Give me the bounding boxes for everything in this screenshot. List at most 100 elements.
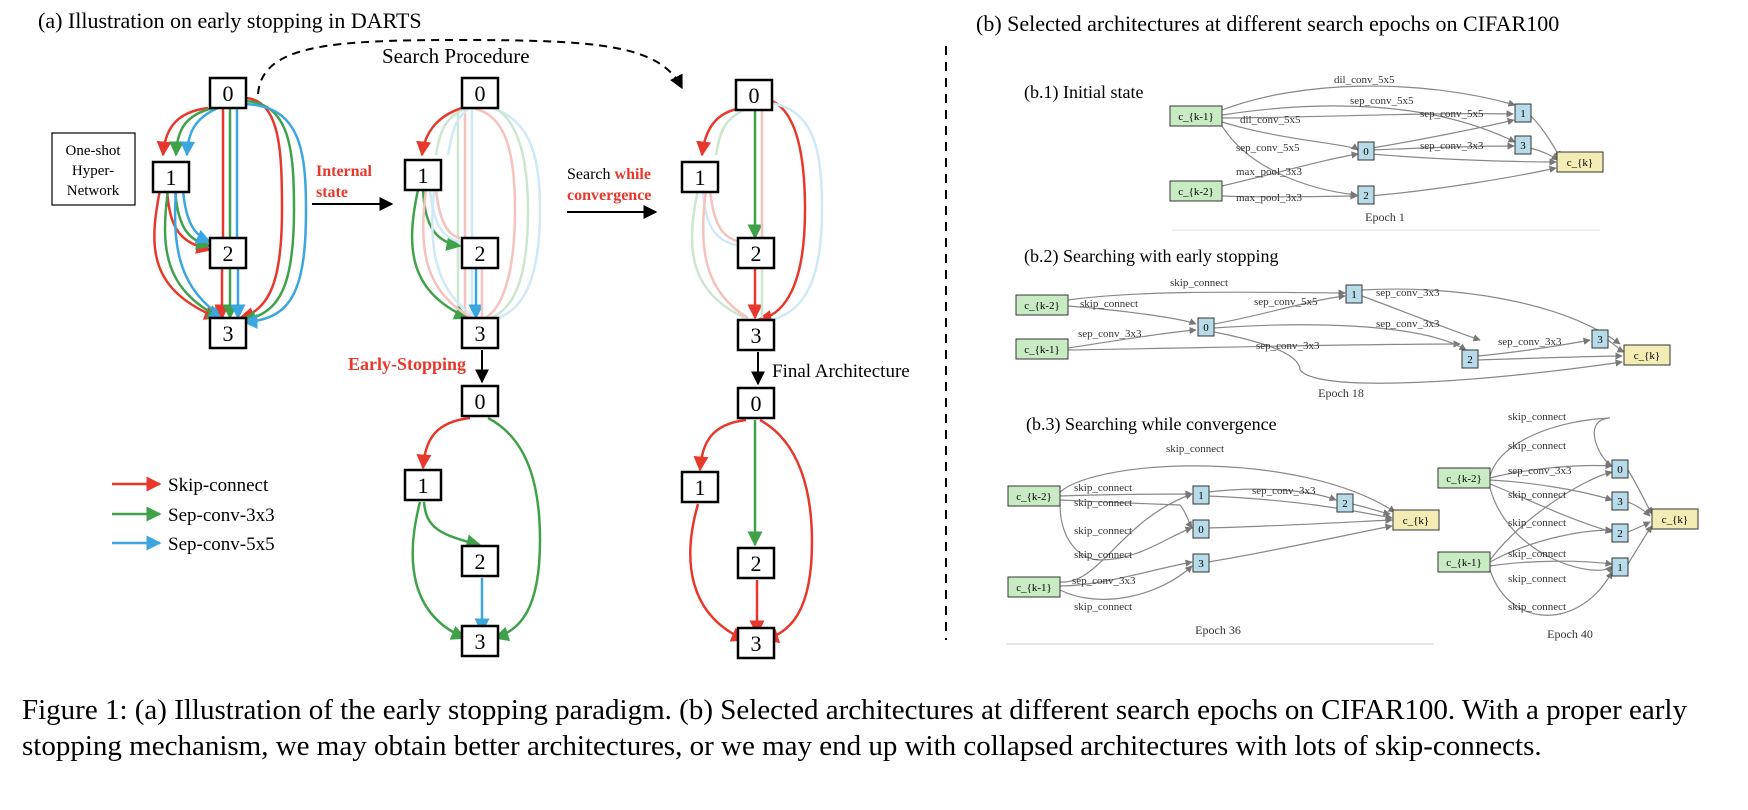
internal-node-3 — [460, 316, 500, 350]
svg-text:2: 2 — [475, 241, 486, 266]
hypernet-line-3: Network — [67, 183, 120, 199]
svg-text:0: 0 — [1363, 146, 1369, 158]
early-stopping-label: Early-Stopping — [348, 354, 466, 374]
svg-text:sep_conv_3x3: sep_conv_3x3 — [1508, 465, 1572, 477]
final-node-3 — [736, 626, 776, 660]
b1-output-ck — [1556, 151, 1604, 173]
svg-text:3: 3 — [223, 321, 234, 346]
convergence-node-2 — [736, 236, 776, 270]
legend-sep-conv-5x5: Sep-conv-5x5 — [168, 534, 275, 555]
svg-text:skip_connect: skip_connect — [1508, 440, 1566, 452]
b3-epoch-right: Epoch 40 — [1547, 627, 1593, 641]
svg-text:3: 3 — [751, 631, 762, 656]
b3r-node-3 — [1611, 491, 1629, 511]
b2-node-3 — [1591, 329, 1609, 349]
b3l-node-0 — [1192, 519, 1210, 539]
b3l-node-3 — [1192, 553, 1210, 573]
svg-text:0: 0 — [749, 83, 760, 108]
search-while-label-2: convergence — [567, 187, 651, 204]
svg-text:3: 3 — [751, 323, 762, 348]
internal-state-label-2: state — [316, 184, 348, 201]
svg-text:c_{k}: c_{k} — [1634, 350, 1660, 362]
svg-text:2: 2 — [223, 241, 234, 266]
final-node-2 — [736, 546, 776, 580]
legend: Skip-connect Sep-conv-3x3 Sep-conv-5x5 — [112, 475, 275, 555]
search-while-label-1: Search while — [567, 166, 651, 183]
svg-text:skip_connect: skip_connect — [1508, 548, 1566, 560]
hypernet-line-2: Hyper- — [72, 163, 114, 179]
early-node-0 — [460, 384, 500, 418]
b3r-output-ck — [1651, 508, 1699, 530]
b3r-node-0 — [1611, 459, 1629, 479]
svg-text:sep_conv_3x3: sep_conv_3x3 — [1376, 318, 1440, 330]
svg-text:skip_connect: skip_connect — [1508, 489, 1566, 501]
svg-text:3: 3 — [1198, 558, 1204, 570]
svg-text:1: 1 — [695, 475, 706, 500]
svg-text:c_{k-1}: c_{k-1} — [1446, 557, 1482, 569]
svg-text:1: 1 — [418, 473, 429, 498]
svg-text:sep_conv_5x5: sep_conv_5x5 — [1350, 95, 1414, 107]
b2-epoch: Epoch 18 — [1318, 386, 1364, 400]
svg-text:2: 2 — [751, 241, 762, 266]
svg-text:skip_connect: skip_connect — [1074, 482, 1132, 494]
svg-text:skip_connect: skip_connect — [1170, 277, 1228, 289]
svg-text:1: 1 — [1617, 562, 1623, 574]
svg-text:sep_conv_5x5: sep_conv_5x5 — [1236, 142, 1300, 154]
svg-text:skip_connect: skip_connect — [1080, 298, 1138, 310]
svg-text:c_{k-2}: c_{k-2} — [1024, 300, 1060, 312]
svg-text:c_{k-1}: c_{k-1} — [1178, 111, 1214, 123]
convergence-node-0 — [734, 78, 774, 112]
panel-a: (a) Illustration on early stopping in DA… — [38, 8, 910, 660]
b1-node-1 — [1514, 103, 1532, 123]
svg-text:1: 1 — [166, 165, 177, 190]
legend-sep-conv-3x3: Sep-conv-3x3 — [168, 505, 275, 526]
svg-text:skip_connect: skip_connect — [1508, 601, 1566, 613]
svg-text:0: 0 — [1198, 524, 1204, 536]
early-node-2 — [460, 544, 500, 578]
svg-text:2: 2 — [1363, 190, 1369, 202]
internal-state-graph — [410, 98, 542, 322]
svg-text:skip_connect: skip_connect — [1074, 549, 1132, 561]
b3r-node-1 — [1611, 557, 1629, 577]
convergence-node-3 — [736, 318, 776, 352]
svg-text:3: 3 — [1520, 140, 1526, 152]
svg-text:skip_connect: skip_connect — [1508, 411, 1566, 423]
early-stopped-graph — [411, 416, 542, 642]
b1-node-0 — [1357, 141, 1375, 161]
svg-text:0: 0 — [1203, 322, 1209, 334]
svg-text:sep_conv_3x3: sep_conv_3x3 — [1252, 485, 1316, 497]
final-graph — [689, 418, 814, 644]
svg-text:sep_conv_3x3: sep_conv_3x3 — [1376, 287, 1440, 299]
svg-text:3: 3 — [1617, 496, 1623, 508]
b3l-input-ck1 — [1007, 576, 1061, 598]
svg-text:3: 3 — [475, 629, 486, 654]
svg-text:1: 1 — [695, 165, 706, 190]
b3-while-convergence: (b.3) Searching while convergence skip_c… — [1006, 411, 1699, 645]
svg-text:c_{k}: c_{k} — [1403, 515, 1429, 527]
legend-skip-connect: Skip-connect — [168, 475, 269, 496]
svg-text:c_{k-2}: c_{k-2} — [1016, 491, 1052, 503]
convergence-graph — [690, 96, 824, 325]
internal-node-2 — [460, 236, 500, 270]
search-procedure-arrow — [257, 38, 683, 95]
svg-text:2: 2 — [1617, 528, 1623, 540]
svg-text:skip_connect: skip_connect — [1508, 517, 1566, 529]
hypernet-line-1: One-shot — [66, 143, 122, 159]
b1-node-2 — [1357, 185, 1375, 205]
hypernet-node-1 — [151, 160, 191, 194]
b1-initial-state: (b.1) Initial state dil_conv_5x5 sep_con… — [1024, 74, 1604, 231]
internal-node-1 — [403, 158, 443, 192]
b3r-node-2 — [1611, 523, 1629, 543]
svg-text:c_{k-2}: c_{k-2} — [1178, 186, 1214, 198]
internal-state-label-1: Internal — [316, 163, 373, 180]
b3l-output-ck — [1392, 509, 1440, 531]
svg-text:sep_conv_5x5: sep_conv_5x5 — [1254, 296, 1318, 308]
svg-text:c_{k}: c_{k} — [1567, 157, 1593, 169]
b1-title: (b.1) Initial state — [1024, 82, 1143, 103]
svg-text:c_{k-1}: c_{k-1} — [1024, 344, 1060, 356]
b2-output-ck — [1623, 344, 1671, 366]
svg-text:c_{k-1}: c_{k-1} — [1016, 582, 1052, 594]
svg-text:dil_conv_5x5: dil_conv_5x5 — [1334, 74, 1395, 86]
panel-b: (b) Selected architectures at different … — [976, 11, 1699, 645]
